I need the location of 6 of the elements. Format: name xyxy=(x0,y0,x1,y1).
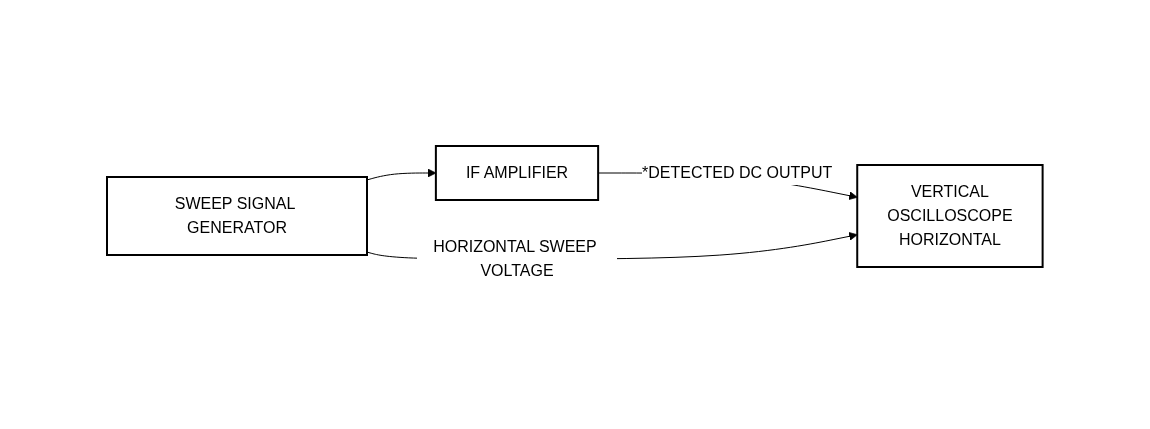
node-box: SWEEP SIGNAL GENERATOR xyxy=(106,176,369,256)
edge-label: *DETECTED DC OUTPUT xyxy=(642,164,833,181)
edge-label: HORIZONTAL SWEEP VOLTAGE xyxy=(433,238,597,279)
node-box: VERTICAL OSCILLOSCOPE HORIZONTAL xyxy=(856,164,1044,268)
arrow xyxy=(366,168,437,181)
node-box: IF AMPLIFIER xyxy=(435,145,600,201)
